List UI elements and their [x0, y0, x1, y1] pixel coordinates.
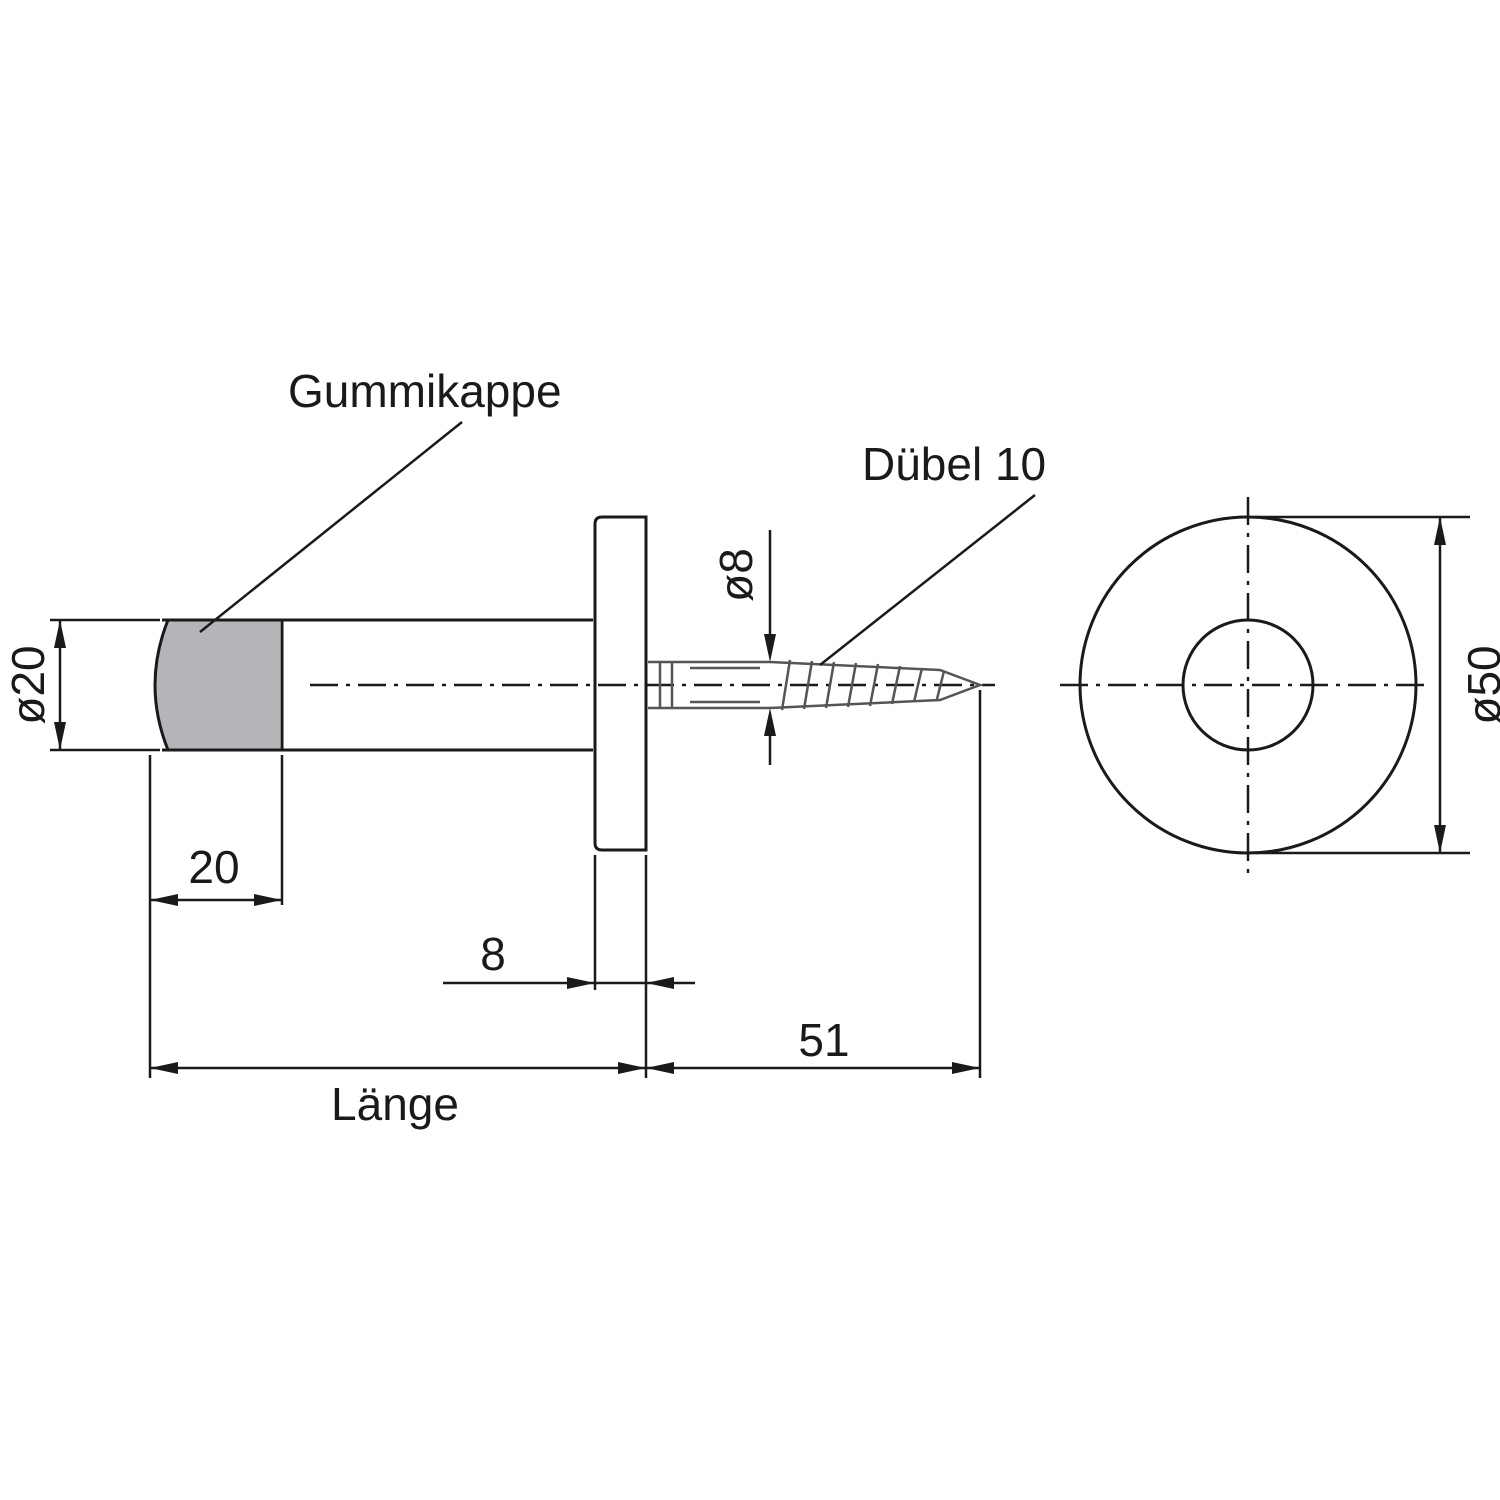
- dimensions: [50, 515, 1470, 1078]
- front-view: [1060, 497, 1430, 880]
- label-cap-length: 20: [188, 841, 239, 893]
- leader-rubber-cap: [199, 421, 463, 633]
- label-dia-screw: ø8: [710, 548, 762, 602]
- label-dia-shaft: ø20: [2, 645, 54, 724]
- label-length: Länge: [331, 1078, 459, 1130]
- rubber-cap-outline: [153, 619, 170, 751]
- label-plate-thickness: 8: [480, 928, 506, 980]
- label-screw-length: 51: [798, 1014, 849, 1066]
- label-dia-plate: ø50: [1458, 645, 1500, 724]
- rubber-cap: [155, 620, 280, 750]
- side-view: [153, 515, 995, 852]
- label-rubber-cap: Gummikappe: [288, 365, 562, 417]
- leader-dowel: [819, 494, 1036, 666]
- label-dowel: Dübel 10: [862, 438, 1046, 490]
- shaft-circle: [1181, 618, 1315, 752]
- dowel-screw: [648, 659, 984, 711]
- wall-plate: [593, 515, 648, 852]
